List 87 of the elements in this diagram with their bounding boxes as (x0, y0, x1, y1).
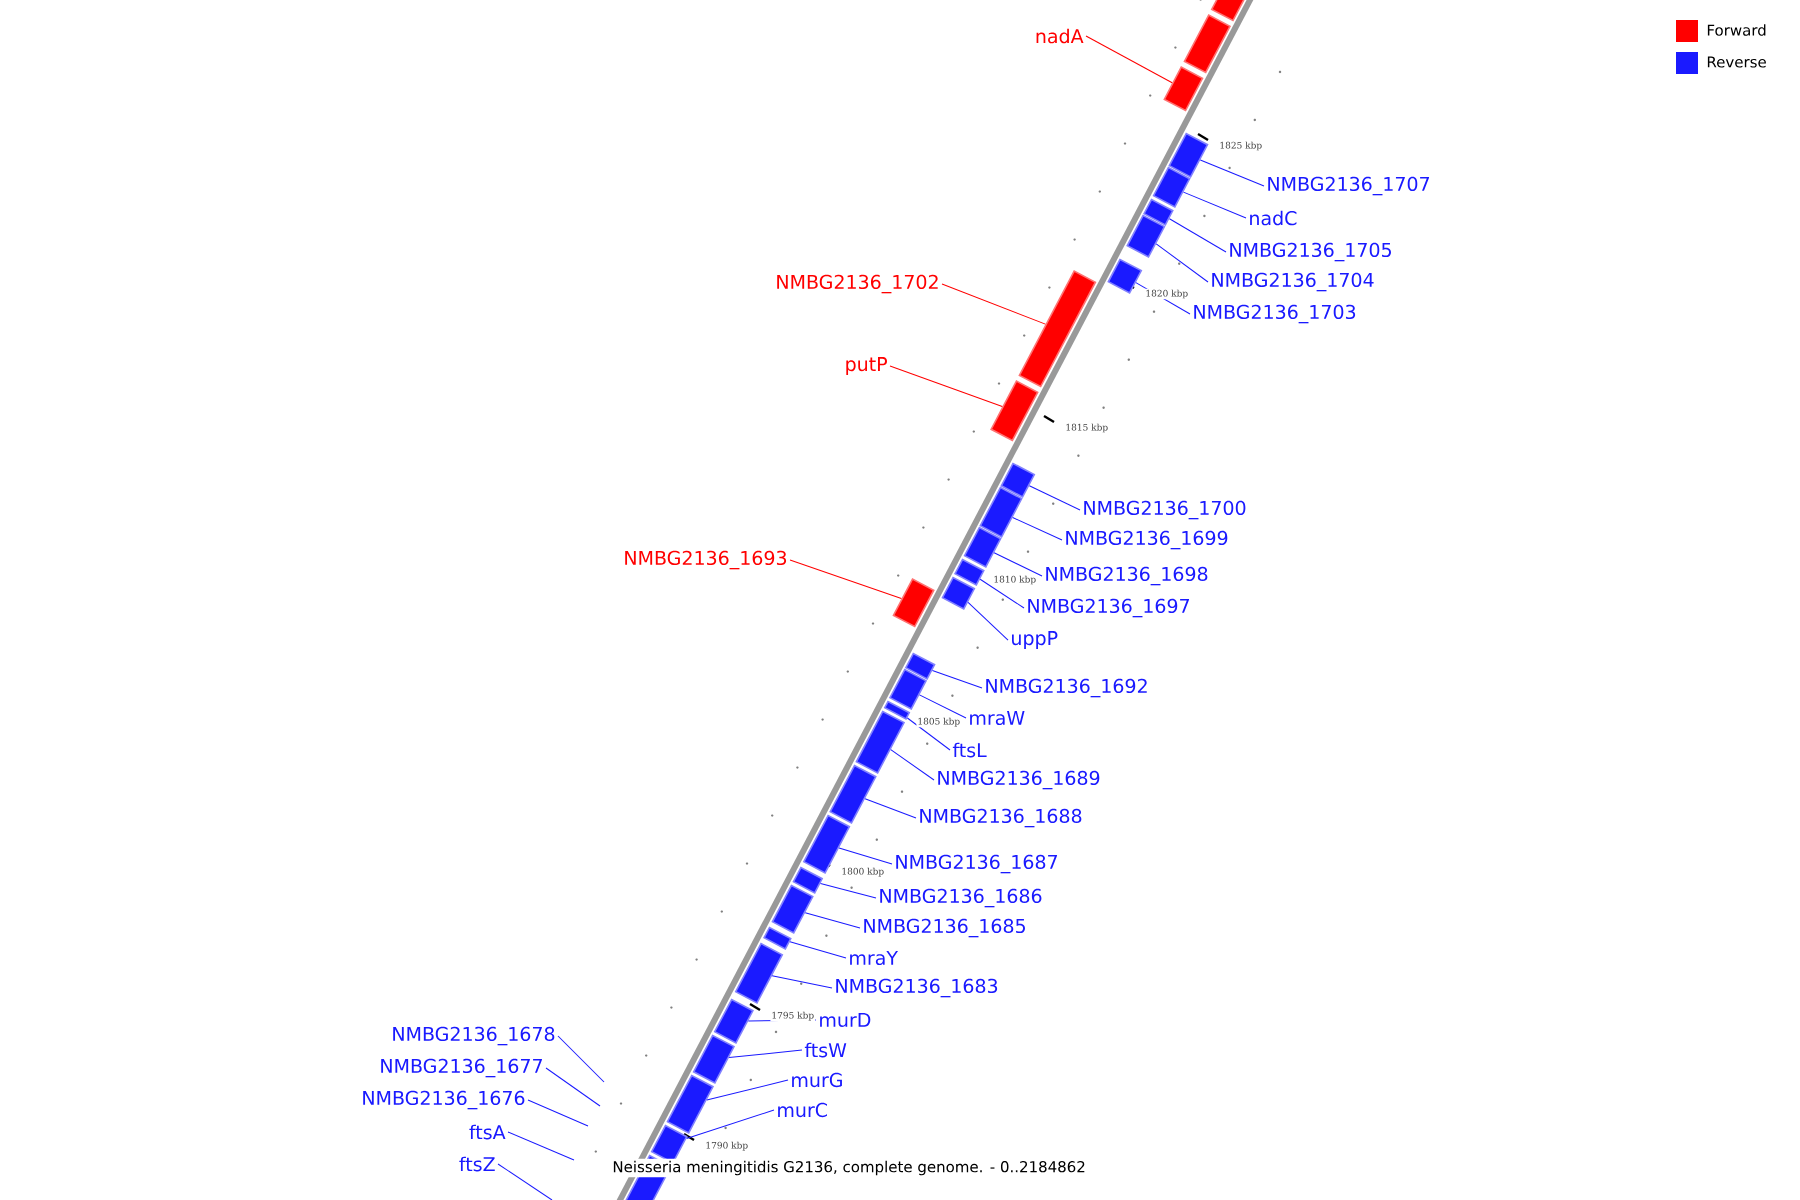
gene-label: NMBG2136_1689 (938, 770, 1100, 790)
gene-label: NMBG2136_1703 (1194, 304, 1356, 324)
leader-line (545, 1067, 601, 1107)
leader-line (941, 283, 1046, 325)
leader-line (890, 749, 935, 781)
gene-block (979, 486, 1023, 538)
gene-label: ftsW (804, 1042, 847, 1058)
gene-label: NMBG2136_1693 (625, 550, 787, 570)
gene-label: ftsZ (459, 1156, 495, 1172)
leader-line (967, 601, 1009, 641)
gene-block (883, 700, 911, 720)
leader-line (789, 941, 847, 959)
gene-block (1163, 66, 1204, 112)
gene-label: NMBG2136_1687 (896, 854, 1057, 874)
gene-block (829, 764, 877, 824)
gene-label: ftsL (952, 742, 987, 758)
gene-label: uppP (1012, 631, 1058, 649)
leader-line (1168, 218, 1227, 253)
gene-block (1143, 198, 1174, 226)
gene-label: NMBG2136_1686 (880, 888, 1042, 908)
gene-label: murG (792, 1072, 842, 1088)
leader-line (1085, 35, 1173, 84)
gene-block (963, 526, 1002, 568)
gene-block (904, 652, 936, 680)
gene-block (954, 558, 985, 586)
gene-label: NMBG2136_1678 (393, 1026, 555, 1046)
leader-line (527, 1099, 589, 1127)
leader-line (1028, 485, 1081, 511)
leader-line (706, 1079, 789, 1101)
gene-block (713, 998, 754, 1044)
gene-label: NMBG2136_1676 (363, 1090, 525, 1110)
gene-label: NMBG2136_1702 (777, 274, 938, 294)
leader-line (497, 1163, 553, 1200)
gene-block (1210, 0, 1246, 22)
gene-label: NMBG2136_1707 (1268, 176, 1429, 196)
leader-line (838, 847, 893, 865)
gene-label: NMBG2136_1688 (920, 808, 1082, 828)
gene-label: NMBG2136_1692 (986, 678, 1147, 698)
gene-block (892, 578, 935, 628)
leader-line (771, 975, 833, 989)
leader-line (557, 1035, 605, 1083)
gene-block (734, 942, 784, 1004)
gene-label: NMBG2136_1699 (1066, 530, 1228, 550)
leader-line (820, 883, 877, 899)
gene-block (650, 1124, 688, 1164)
gene-block (1152, 166, 1191, 208)
gene-block (941, 576, 976, 610)
gene-label: putP (846, 357, 887, 375)
gene-label: nadA (1036, 28, 1084, 44)
leader-line (728, 1049, 803, 1059)
gene-label: murD (820, 1012, 871, 1028)
gene-label: NMBG2136_1705 (1230, 242, 1391, 262)
leader-line (889, 365, 1003, 407)
gene-label: ftsA (469, 1124, 506, 1140)
gene-block (1000, 462, 1036, 499)
leader-line (507, 1131, 575, 1161)
gene-label: NMBG2136_1698 (1046, 566, 1208, 586)
leader-line (979, 578, 1025, 609)
gene-block (1018, 270, 1097, 388)
gene-block (1168, 132, 1209, 178)
leader-line (919, 694, 967, 719)
leader-line (1012, 517, 1063, 541)
leader-line (1199, 159, 1265, 187)
leader-line (804, 912, 861, 929)
leader-line (1135, 282, 1191, 315)
leader-line (906, 717, 951, 751)
gene-block (990, 380, 1039, 442)
leader-line (686, 1109, 775, 1139)
gene-label: murC (778, 1102, 827, 1118)
leader-line (747, 1019, 817, 1022)
gene-label: NMBG2136_1704 (1212, 272, 1374, 292)
leader-line (993, 552, 1043, 577)
gene-label: NMBG2136_1683 (836, 978, 998, 998)
gene-block (1107, 258, 1143, 295)
gene-label: NMBG2136_1677 (381, 1058, 542, 1078)
leader-line (1183, 191, 1247, 219)
gene-label: mraW (970, 710, 1025, 726)
leader-line (864, 798, 917, 819)
gene-label: NMBG2136_1700 (1084, 500, 1246, 520)
gene-label: nadC (1250, 210, 1297, 226)
leader-line (789, 559, 902, 600)
gene-label: NMBG2136_1685 (864, 918, 1025, 938)
gene-label: NMBG2136_1697 (1028, 598, 1189, 618)
gene-block (763, 926, 792, 950)
leader-line (1155, 243, 1209, 283)
leader-line (931, 670, 983, 689)
gene-label: mraY (850, 950, 898, 966)
